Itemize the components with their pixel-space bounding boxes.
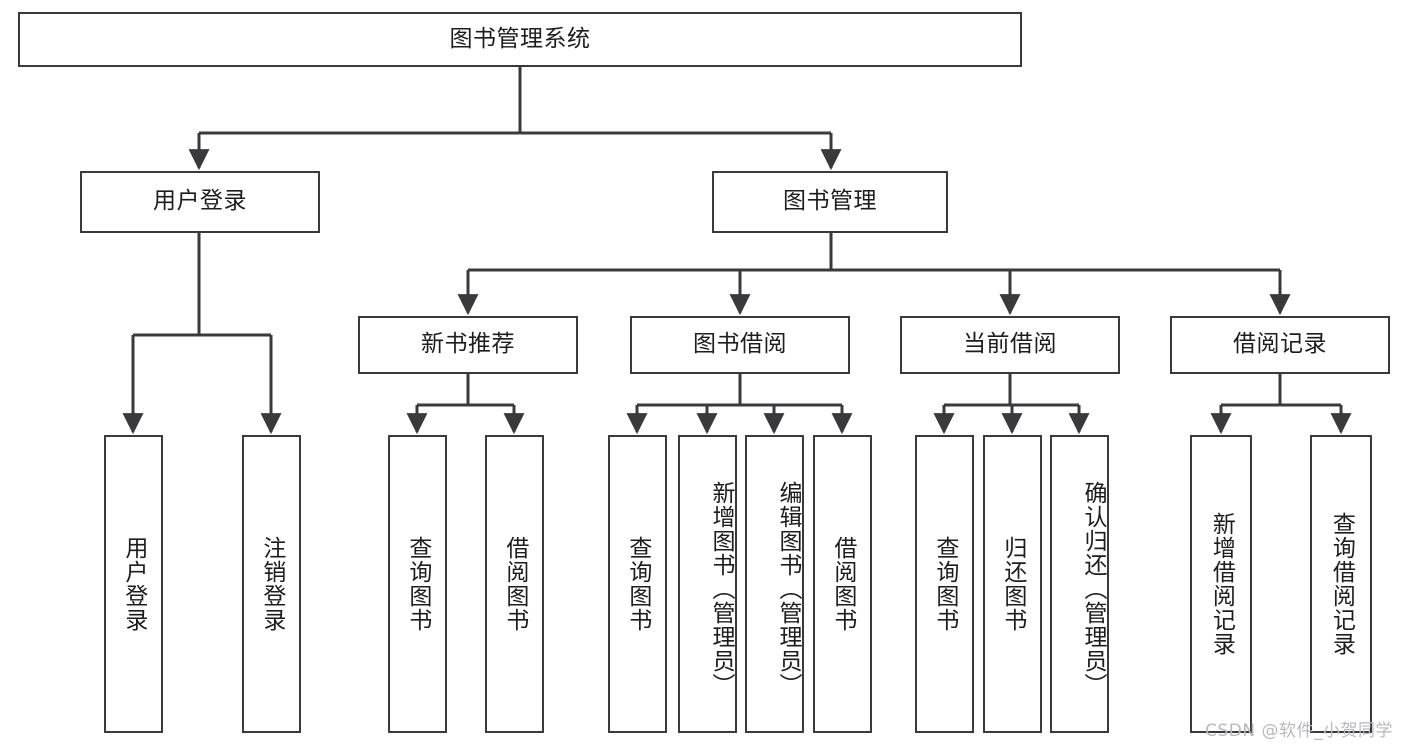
leaf-logout[interactable]: 注销登录 — [242, 435, 301, 733]
leaf-add-record-label: 新增借阅记录 — [1208, 512, 1235, 656]
node-book-management[interactable]: 图书管理 — [712, 171, 948, 233]
leaf-borrow-book-2[interactable]: 借阅图书 — [813, 435, 872, 733]
leaf-confirm-return[interactable]: 确认归还（管理员） — [1050, 435, 1109, 733]
leaf-query-book-3-label: 查询图书 — [931, 536, 958, 632]
leaf-edit-book[interactable]: 编辑图书（管理员） — [745, 435, 804, 733]
leaf-borrow-book-2-label: 借阅图书 — [829, 536, 856, 632]
leaf-borrow-book-1-label: 借阅图书 — [501, 536, 528, 632]
leaf-return-book-label: 归还图书 — [999, 536, 1026, 632]
leaf-query-book-1-label: 查询图书 — [404, 536, 431, 632]
node-borrow-records[interactable]: 借阅记录 — [1170, 316, 1390, 374]
node-book-borrow-label: 图书借阅 — [693, 331, 787, 358]
leaf-logout-label: 注销登录 — [258, 536, 285, 632]
node-root-label: 图书管理系统 — [449, 25, 591, 52]
leaf-return-book[interactable]: 归还图书 — [983, 435, 1042, 733]
node-new-book-recommend-label: 新书推荐 — [421, 331, 515, 358]
node-new-book-recommend[interactable]: 新书推荐 — [358, 316, 578, 374]
node-current-borrow-label: 当前借阅 — [963, 331, 1057, 358]
node-borrow-records-label: 借阅记录 — [1233, 331, 1327, 358]
leaf-query-record-label: 查询借阅记录 — [1328, 512, 1355, 656]
leaf-confirm-return-label: 确认归还（管理员） — [1080, 481, 1106, 697]
leaf-query-book-2[interactable]: 查询图书 — [608, 435, 667, 733]
leaf-query-book-3[interactable]: 查询图书 — [915, 435, 974, 733]
leaf-user-login-label: 用户登录 — [120, 536, 147, 632]
leaf-add-book[interactable]: 新增图书（管理员） — [678, 435, 737, 733]
node-book-management-label: 图书管理 — [783, 188, 877, 215]
leaf-edit-book-label: 编辑图书（管理员） — [775, 481, 801, 697]
leaf-add-book-label: 新增图书（管理员） — [708, 481, 734, 697]
leaf-add-record[interactable]: 新增借阅记录 — [1190, 435, 1252, 733]
node-user-login-label: 用户登录 — [153, 188, 247, 215]
node-book-borrow[interactable]: 图书借阅 — [630, 316, 850, 374]
node-root[interactable]: 图书管理系统 — [18, 12, 1022, 67]
node-current-borrow[interactable]: 当前借阅 — [900, 316, 1120, 374]
leaf-query-book-1[interactable]: 查询图书 — [388, 435, 447, 733]
leaf-user-login[interactable]: 用户登录 — [104, 435, 163, 733]
leaf-query-record[interactable]: 查询借阅记录 — [1310, 435, 1372, 733]
leaf-borrow-book-1[interactable]: 借阅图书 — [485, 435, 544, 733]
leaf-query-book-2-label: 查询图书 — [624, 536, 651, 632]
node-user-login[interactable]: 用户登录 — [80, 171, 320, 233]
watermark: CSDN @软件_小贺同学 — [1205, 721, 1393, 741]
